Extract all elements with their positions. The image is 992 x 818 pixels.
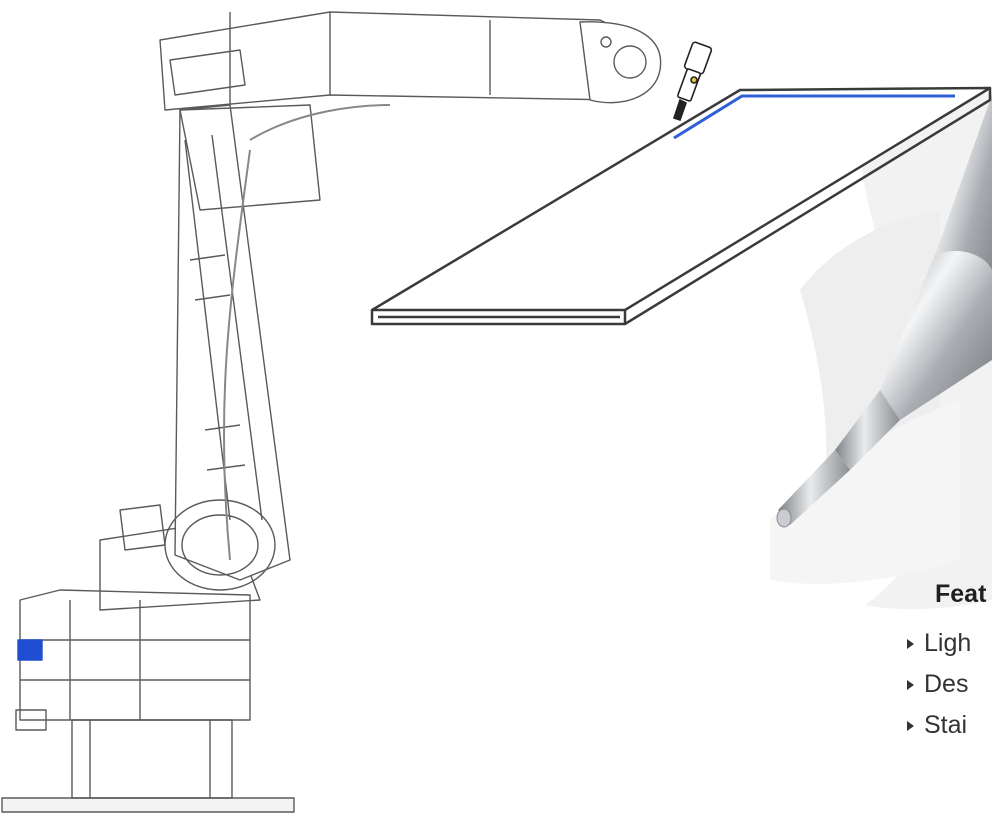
chevron-right-icon <box>907 720 914 731</box>
welding-torch-illustration <box>672 41 713 122</box>
features-title: Feat <box>935 580 987 608</box>
list-item: Ligh <box>905 623 992 664</box>
list-item: Des <box>905 664 992 705</box>
feature-label: Des <box>924 670 969 698</box>
feature-label: Ligh <box>924 629 972 657</box>
feature-label: Stai <box>924 711 968 739</box>
chevron-right-icon <box>907 638 914 649</box>
feature-list: Ligh Des Stai <box>905 623 992 746</box>
stainless-nozzle-photo <box>776 95 992 528</box>
list-item: Stai <box>905 705 992 746</box>
industrial-robot-arm-illustration <box>1 11 662 813</box>
weld-seam <box>673 94 955 140</box>
chevron-right-icon <box>907 679 914 690</box>
work-plate <box>370 86 992 326</box>
features-panel: Feat Ligh Des Stai <box>905 580 992 746</box>
